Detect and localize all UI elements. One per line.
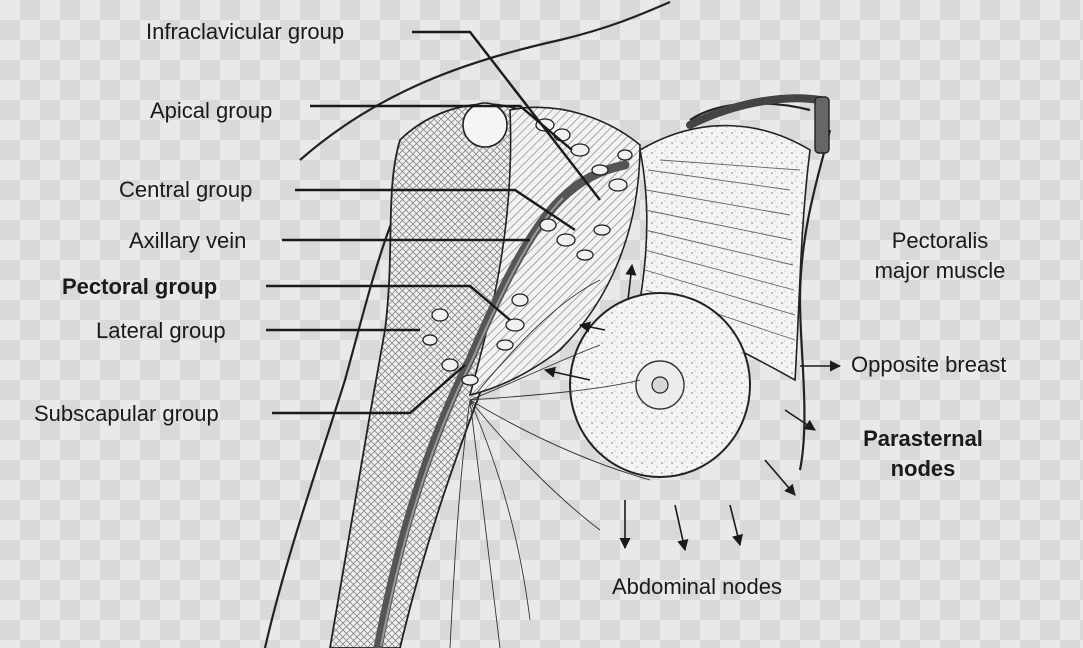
label-pectoralis-line2: major muscle — [855, 258, 1025, 284]
label-abdominal-nodes: Abdominal nodes — [612, 574, 782, 600]
humeral-head — [463, 103, 507, 147]
label-parasternal-line1: Parasternal — [838, 426, 1008, 452]
label-subscapular-group: Subscapular group — [34, 401, 219, 427]
clavicle-end — [815, 97, 829, 153]
label-pectoralis-major-muscle: Pectoralis major muscle — [855, 228, 1025, 284]
label-infraclavicular-group: Infraclavicular group — [146, 19, 344, 45]
label-apical-group: Apical group — [150, 98, 272, 124]
nipple — [652, 377, 668, 393]
label-opposite-breast: Opposite breast — [851, 352, 1006, 378]
label-pectoralis-line1: Pectoralis — [855, 228, 1025, 254]
label-parasternal-nodes: Parasternal nodes — [838, 426, 1008, 482]
label-parasternal-line2: nodes — [838, 456, 1008, 482]
label-axillary-vein: Axillary vein — [129, 228, 246, 254]
label-lateral-group: Lateral group — [96, 318, 226, 344]
label-central-group: Central group — [119, 177, 252, 203]
label-pectoral-group: Pectoral group — [62, 274, 217, 300]
